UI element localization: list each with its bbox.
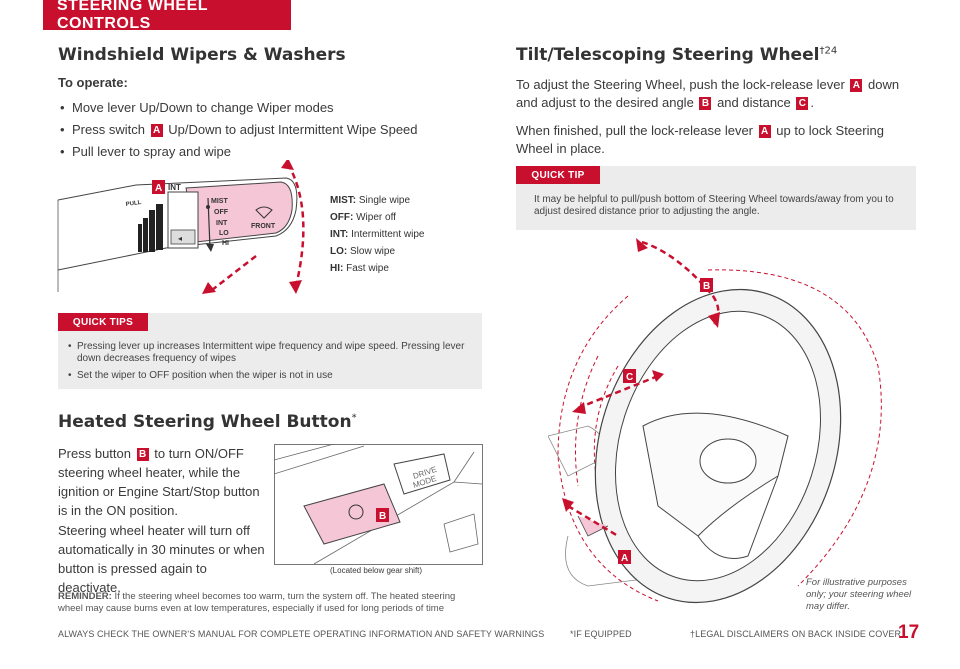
quick-tip-text: It may be helpful to pull/push bottom of… (534, 194, 894, 217)
tilt-para-1: To adjust the Steering Wheel, push the l… (516, 77, 900, 110)
illustrative-note: For illustrative purposes only; your ste… (806, 577, 912, 612)
quick-tips-label: QUICK TIPS (58, 313, 148, 331)
heated-button-illustration: DRIVE MODE B (274, 444, 483, 565)
heated-para-1: Press button B to turn ON/OFF steering w… (58, 446, 260, 518)
badge-c: C (796, 97, 809, 110)
quick-tip-2: •Set the wiper to OFF position when the … (68, 370, 333, 381)
mist-label: MIST (211, 198, 228, 205)
footer-legal: †LEGAL DISCLAIMERS ON BACK INSIDE COVER (690, 629, 902, 639)
footer-warning: ALWAYS CHECK THE OWNER'S MANUAL FOR COMP… (58, 629, 545, 639)
lever-badge-a: A (155, 183, 162, 194)
lock-release-lever (577, 515, 609, 537)
steering-wheel-illustration: B C A (548, 238, 882, 604)
footer-if-equipped: *IF EQUIPPED (570, 629, 632, 639)
quick-tip-1: •Pressing lever up increases Intermitten… (68, 341, 465, 364)
badge-a: A (850, 79, 863, 92)
badge-b: B (699, 97, 712, 110)
wheel-badge-b: B (703, 281, 710, 292)
wiper-bullet-1: Move lever Up/Down to change Wiper modes (58, 99, 458, 117)
section-header-tab: STEERING WHEEL CONTROLS (43, 0, 291, 32)
wheel-hub (699, 438, 757, 484)
wiper-bullet-3: Pull lever to spray and wipe (58, 143, 458, 161)
heated-badge-b: B (379, 511, 386, 522)
tilt-title: Tilt/Telescoping Steering Wheel†24 (516, 45, 838, 65)
wheel-badge-c: C (626, 372, 633, 383)
heated-title: Heated Steering Wheel Button* (58, 412, 357, 432)
int-label: INT (168, 183, 181, 192)
svg-text:◂: ◂ (178, 234, 182, 243)
wiper-bullet-2: Press switch A Up/Down to adjust Intermi… (58, 121, 458, 139)
page-number: 17 (898, 622, 920, 643)
wheel-badge-a: A (621, 553, 628, 564)
front-label: FRONT (251, 223, 276, 230)
hi-label: HI (222, 240, 229, 247)
wiper-instructions: Move lever Up/Down to change Wiper modes… (58, 99, 458, 165)
legend-off: OFF: Wiper off (330, 212, 396, 223)
pull-label: PULL (125, 200, 142, 208)
legend-hi: HI: Fast wipe (330, 263, 389, 274)
lo-label: LO (219, 230, 229, 237)
badge-b: B (136, 448, 149, 461)
tilt-para-2: When finished, pull the lock-release lev… (516, 123, 884, 156)
int2-label: INT (216, 220, 228, 227)
to-operate-label: To operate: (58, 75, 128, 90)
wiper-mode-legend: MIST: Single wipe OFF: Wiper off INT: In… (330, 192, 425, 277)
wiper-lever-illustration: ◂ PULL INT MIST OFF INT LO HI FRONT A (57, 160, 305, 294)
reminder: REMINDER: If the steering wheel becomes … (58, 591, 456, 614)
badge-a: A (758, 125, 771, 138)
heated-wheel-icon (348, 504, 364, 520)
off-label: OFF (214, 209, 229, 216)
legend-mist: MIST: Single wipe (330, 195, 411, 206)
legend-int: INT: Intermittent wipe (330, 229, 425, 240)
heated-button (303, 483, 401, 545)
legend-lo: LO: Slow wipe (330, 246, 396, 257)
quick-tip-label: QUICK TIP (516, 166, 600, 184)
wipers-title: Windshield Wipers & Washers (58, 45, 346, 65)
wiper-icon (255, 206, 273, 219)
heated-para-2: Steering wheel heater will turn off auto… (58, 523, 265, 595)
badge-a: A (150, 124, 163, 137)
heated-caption: (Located below gear shift) (330, 566, 423, 575)
